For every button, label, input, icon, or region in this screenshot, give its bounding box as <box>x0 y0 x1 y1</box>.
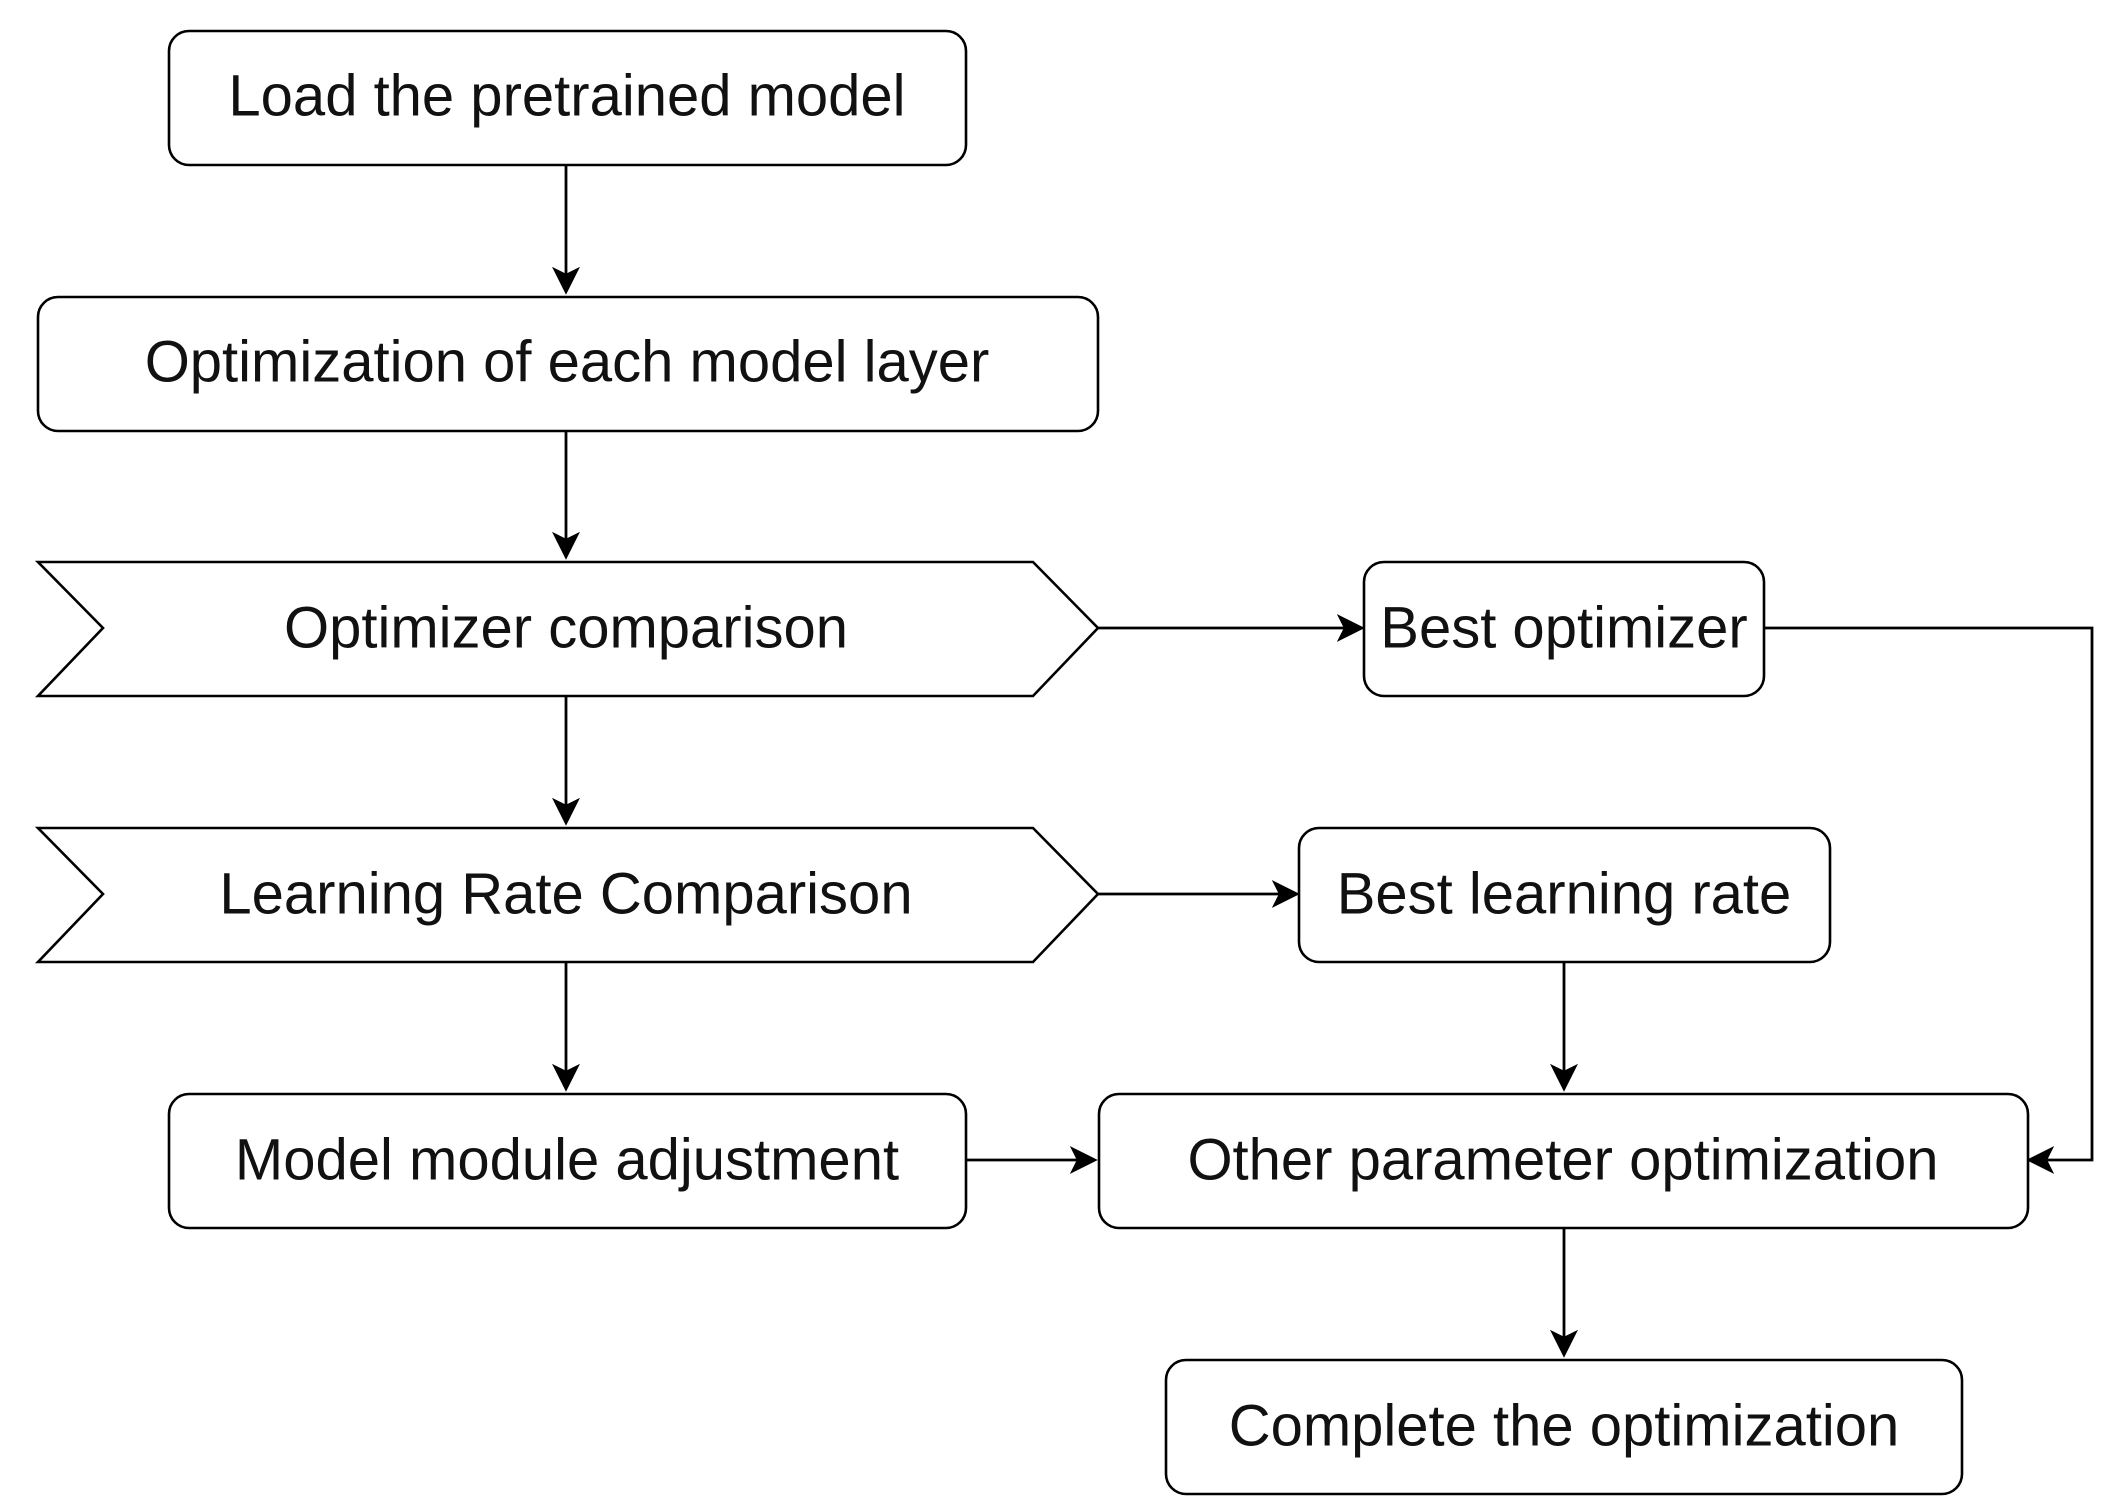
node-layer-optimization: Optimization of each model layer <box>36 295 1100 433</box>
node-label: Other parameter optimization <box>1187 1128 1938 1193</box>
node-complete: Complete the optimization <box>1164 1358 1964 1496</box>
node-label: Best optimizer <box>1380 596 1747 661</box>
node-other-params: Other parameter optimization <box>1097 1092 2030 1230</box>
node-label: Optimizer comparison <box>284 596 848 661</box>
edge-best-optimizer-to-other-params <box>1764 626 2094 1174</box>
node-label: Complete the optimization <box>1229 1394 1900 1459</box>
node-label: Load the pretrained model <box>228 64 905 129</box>
node-module-adjustment: Model module adjustment <box>167 1092 968 1230</box>
node-best-optimizer: Best optimizer <box>1362 560 1766 698</box>
node-label: Optimization of each model layer <box>145 330 990 395</box>
node-label: Model module adjustment <box>235 1128 899 1193</box>
node-label: Learning Rate Comparison <box>219 862 912 927</box>
node-optimizer-comparison: Optimizer comparison <box>34 560 1100 698</box>
node-label: Best learning rate <box>1337 862 1792 927</box>
node-load-model: Load the pretrained model <box>167 29 968 167</box>
edges <box>552 165 2094 1358</box>
node-best-lr: Best learning rate <box>1297 826 1832 964</box>
node-lr-comparison: Learning Rate Comparison <box>34 826 1100 964</box>
